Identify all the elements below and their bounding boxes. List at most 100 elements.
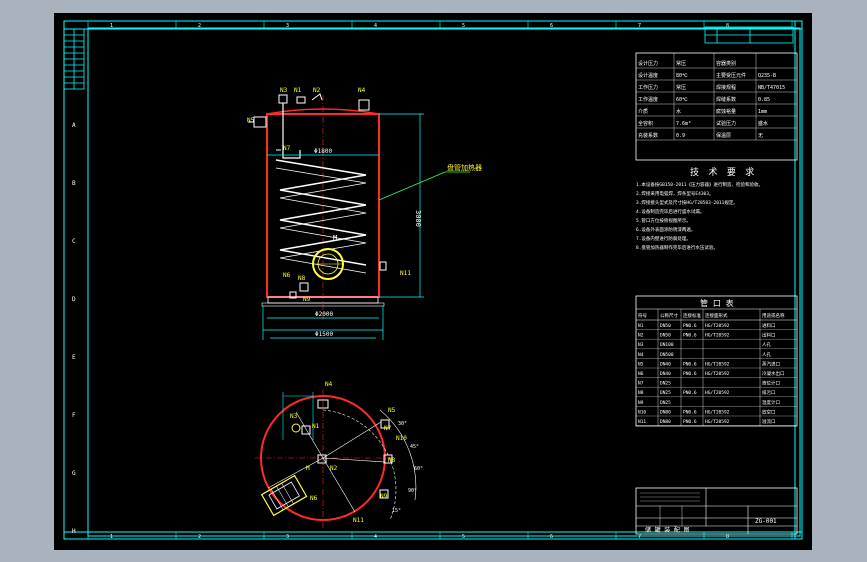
plan-callout: N2 [330,465,338,472]
nozzle-cell: HG/T20592 [705,323,730,329]
nozzle-cell: N10 [638,409,646,415]
col-label-bottom: 7 [638,534,641,540]
plan-manhole[interactable] [260,474,308,517]
nozzle-cell: HG/T20592 [705,419,730,425]
elevation-callout: N1 [294,87,302,94]
heating-coil [275,159,367,266]
tech-req-title: 技 术 要 求 [690,166,756,178]
nozzle-cell: 温度计口 [762,399,780,406]
col-label-bottom: 3 [286,534,289,540]
nozzle-cell: N5 [638,361,644,367]
tech-req-line: 7.设备内壁进行防腐处理。 [636,235,691,242]
design-cell: 盛水 [758,120,768,127]
plan-callout: N8 [388,457,396,464]
nozzle-cell: DN40 [660,371,671,377]
nozzle-cell: 液位计口 [762,380,780,387]
nozzle-cell: N3 [638,342,644,348]
nozzle-cell: N8 [638,390,644,396]
plan-angle-label: 15° [392,508,401,514]
row-label: F [72,412,76,419]
row-label: C [72,238,76,245]
nozzle-cell: HG/T20592 [705,361,730,367]
plan-angle-label: 30° [398,421,407,427]
nozzle-cell: DN50 [660,323,671,329]
nozzle-cell: N6 [638,371,644,377]
nozzle-n4[interactable] [358,99,370,111]
plan-nozzle-n9[interactable] [379,489,389,499]
design-cell: 保温层 [716,132,731,139]
design-cell: 水 [676,108,681,115]
design-cell: 充装系数 [638,132,658,139]
plan-angle-label: 90° [408,488,417,494]
nozzle-n6[interactable] [299,282,309,292]
nozzle-n11[interactable] [379,261,387,271]
row-label: H [72,528,76,535]
row-label: D [72,296,76,303]
nozzle-cell: 冷凝水出口 [762,370,785,377]
nozzle-cell: N9 [638,400,644,406]
nozzle-cell: HG/T20592 [705,371,730,377]
nozzle-header: 符号 [638,312,647,319]
col-label-top: 7 [638,23,641,29]
plan-nozzle-n7[interactable] [380,419,390,429]
col-label-top: 6 [550,23,553,29]
nozzle-cell: HG/T20592 [705,333,730,339]
nozzle-header: 用途或名称 [762,312,785,319]
design-cell: 常压 [676,60,686,67]
nozzle-header: 公称尺寸 [660,312,678,319]
plan-callout: N7 [384,425,392,432]
nozzle-n1[interactable] [296,96,306,104]
plan-callout: N10 [396,435,407,442]
base-width-dim: Φ1500 [315,331,333,338]
coil-label: 盘管加热器 [447,163,482,172]
plan-nozzle-n1[interactable] [291,423,301,433]
tech-req-line: 8.盘管加热器制作完毕后进行水压试验。 [636,244,718,251]
plan-callout: N9 [380,493,388,500]
plan-callout: N3 [290,413,298,420]
plan-dimensions [282,392,314,440]
plan-callout: N11 [353,517,364,524]
nozzle-n3[interactable] [278,94,288,104]
design-cell: 工作温度 [638,96,658,103]
plan-nozzle-n4[interactable] [317,399,329,409]
nozzle-cell: PN0.6 [683,333,697,339]
col-label-bottom: 5 [462,534,465,540]
revision-block [63,28,85,90]
design-cell: Q235-B [758,73,776,79]
design-cell: NB/T47015 [758,85,785,91]
drawing-number: ZG-001 [755,518,777,525]
design-cell: 1mm [758,109,767,115]
nozzle-cell: PN0.6 [683,323,697,329]
nozzle-cell: N11 [638,419,646,425]
nozzle-cell: DN50 [660,333,671,339]
plan-nozzle-n8[interactable] [383,454,393,464]
col-label-bottom: 2 [198,534,201,540]
design-cell: 介质 [638,108,648,115]
tech-req-line: 5.管口方位按俯视图所示。 [636,217,691,224]
row-label: E [72,354,76,361]
tech-req-line: 2.焊接采用电弧焊，焊条型号E4303。 [636,190,713,197]
plan-center-nozzle[interactable] [317,454,327,464]
elevation-dimensions [262,113,424,340]
design-cell: 60℃ [676,97,688,103]
elevation-callout: N5 [247,117,255,124]
nozzle-header: 连接面形式 [705,312,728,319]
design-cell: 全容积 [638,120,653,127]
model-space[interactable] [54,13,812,550]
nozzle-cell: DN25 [660,390,671,396]
design-cell: 工作压力 [638,84,658,91]
tech-requirements: 技 术 要 求 1.本设备按GB150-2011《压力容器》进行制造、检验和验收… [636,166,763,251]
nozzle-table-title: 管 口 表 [700,298,734,308]
nozzle-cell: HG/T20592 [705,390,730,396]
nozzle-n2[interactable] [311,93,323,101]
sheet-frame [63,20,803,540]
title-block[interactable]: 储 罐 装 配 图 ZG-001 [635,487,798,535]
design-cell: 主要受压元件 [716,72,746,79]
design-cell: 容器类别 [716,60,736,67]
col-label-bottom: 1 [110,534,113,540]
